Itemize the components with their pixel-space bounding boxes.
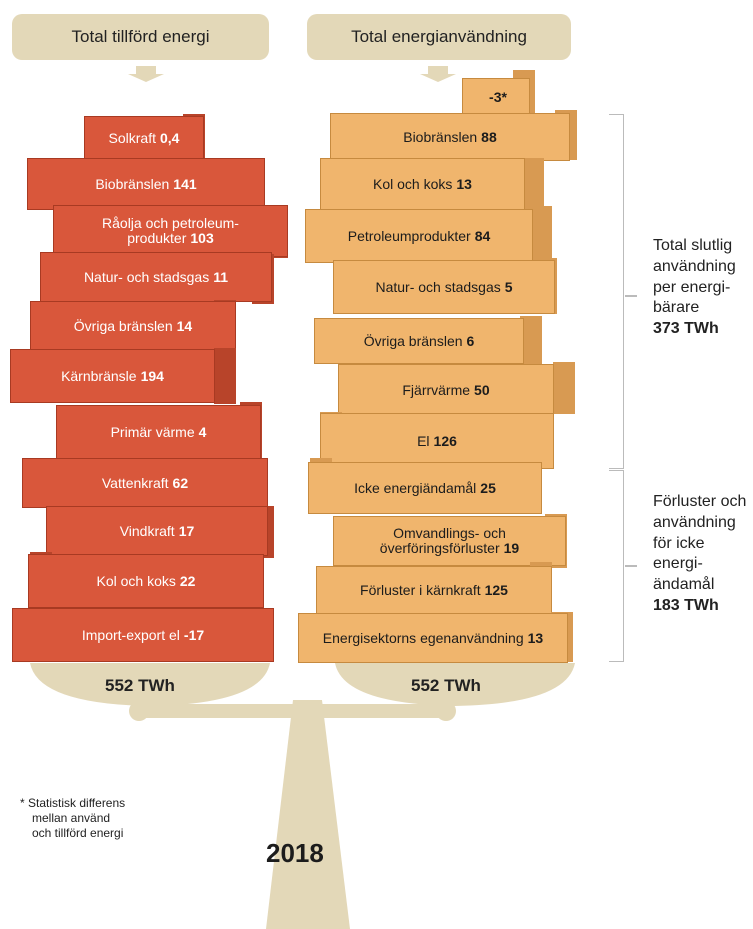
- scale-stand: [266, 700, 350, 929]
- header-total-supply: Total tillförd energi: [12, 14, 269, 60]
- total-supply: 552 TWh: [105, 676, 175, 695]
- total-use: 552 TWh: [411, 676, 481, 695]
- header-total-use: Total energianvändning: [307, 14, 571, 60]
- footnote: * Statistisk differens mellan använd och…: [20, 796, 126, 840]
- label-final-use: Total slutlig användning per energi- bär…: [653, 237, 736, 338]
- left-scale-pan: [30, 663, 270, 706]
- year-label: 2018: [266, 838, 324, 868]
- right-scale-pan: [335, 663, 575, 706]
- left-arrow: [128, 66, 164, 82]
- right-arrow: [420, 66, 456, 82]
- bracket-losses: [609, 470, 624, 662]
- scale-beam: [135, 704, 450, 718]
- bracket-final-use: [609, 114, 624, 469]
- supply-block-import-export: Import-export el-17: [12, 608, 274, 662]
- use-block-statistisk-differens: -3*: [462, 78, 530, 116]
- label-losses: Förluster och användning för icke energi…: [653, 493, 747, 614]
